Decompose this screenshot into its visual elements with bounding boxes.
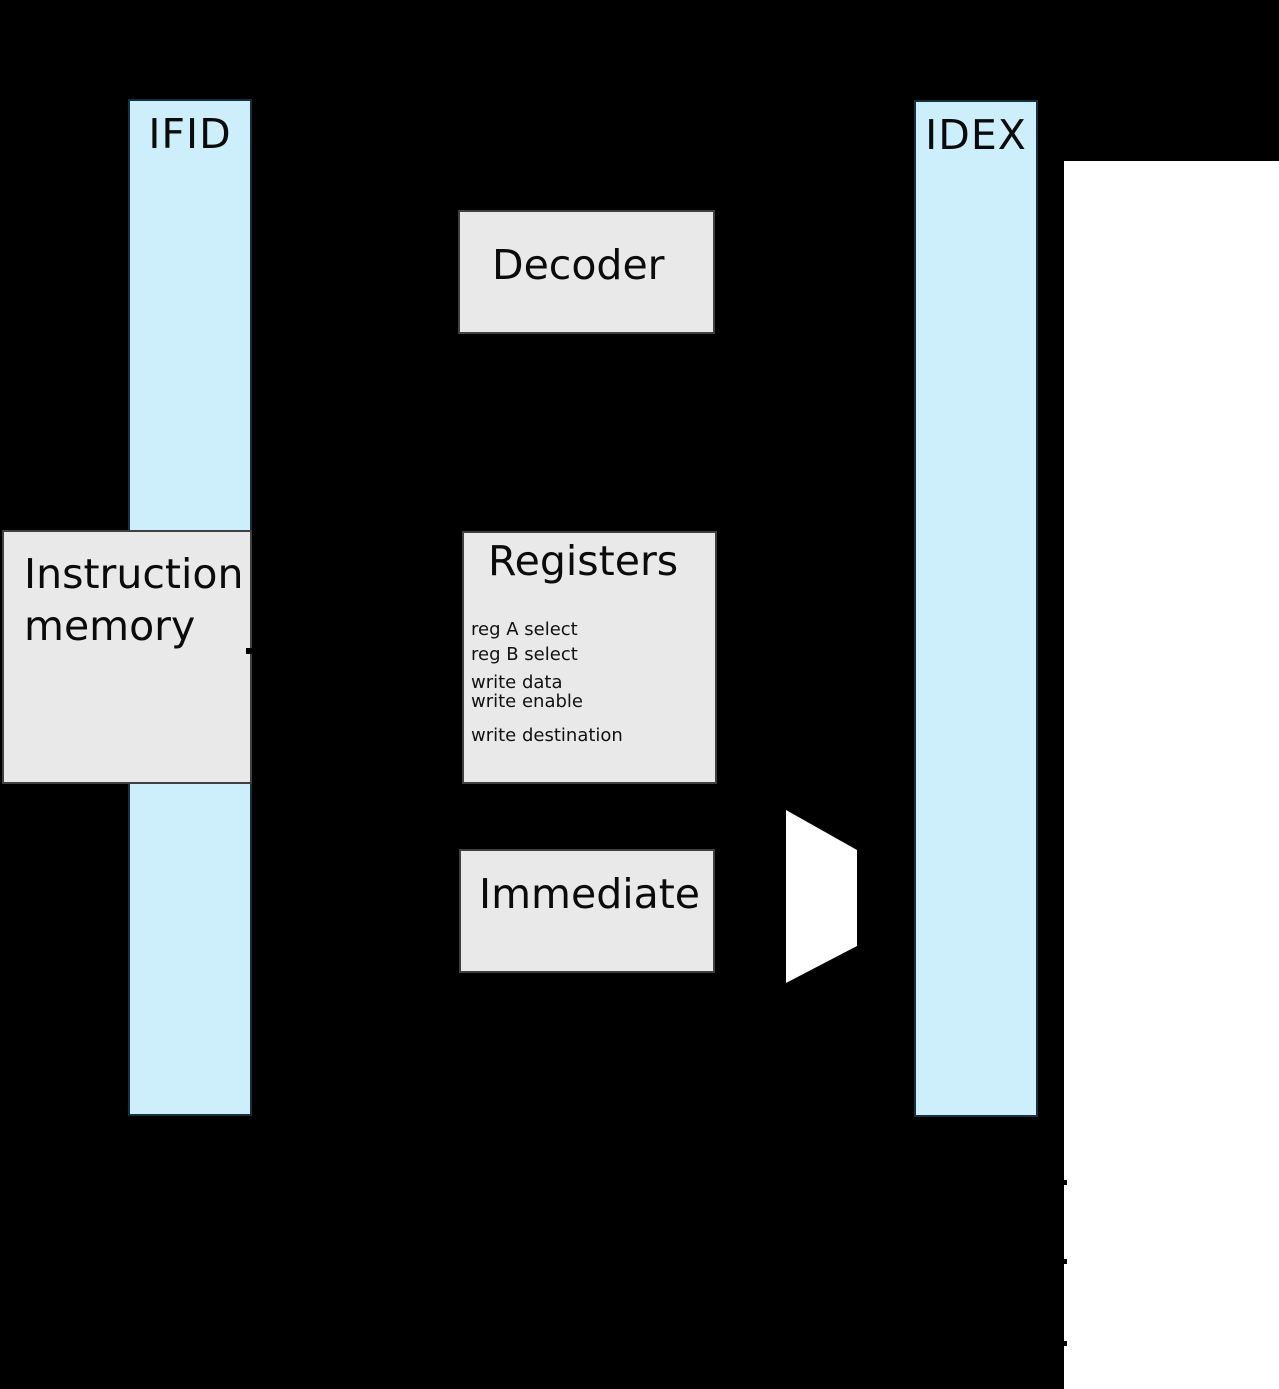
registers-port-write-destination: write destination (471, 725, 623, 746)
registers-port-reg-b-select: reg B select (471, 644, 578, 665)
registers-block: Registers reg A select reg B select writ… (462, 531, 717, 784)
registers-port-write-enable: write enable (471, 691, 583, 712)
mux-trapezoid-shape (786, 810, 857, 983)
immediate-label: Immediate (479, 870, 701, 918)
registers-port-reg-a-select: reg A select (471, 619, 578, 640)
idex-label: IDEX (925, 111, 1027, 159)
idex-pipeline-register-bar: IDEX (914, 100, 1038, 1117)
decoder-block: Decoder (458, 210, 715, 334)
instruction-memory-label: Instruction memory (24, 550, 244, 651)
white-background-panel (1064, 161, 1279, 1389)
ifid-label: IFID (148, 110, 232, 158)
immediate-block: Immediate (459, 849, 715, 973)
wire-stub-instruction-memory-output (246, 648, 254, 654)
wire-stub-white-panel-1 (1060, 1180, 1067, 1185)
decoder-label: Decoder (492, 241, 665, 289)
instruction-memory-block: Instruction memory (2, 530, 252, 784)
wire-stub-white-panel-2 (1060, 1259, 1067, 1264)
registers-title: Registers (488, 537, 679, 585)
mux-polygon (786, 810, 857, 983)
wire-stub-white-panel-3 (1060, 1341, 1067, 1346)
registers-port-write-data: write data (471, 672, 563, 693)
